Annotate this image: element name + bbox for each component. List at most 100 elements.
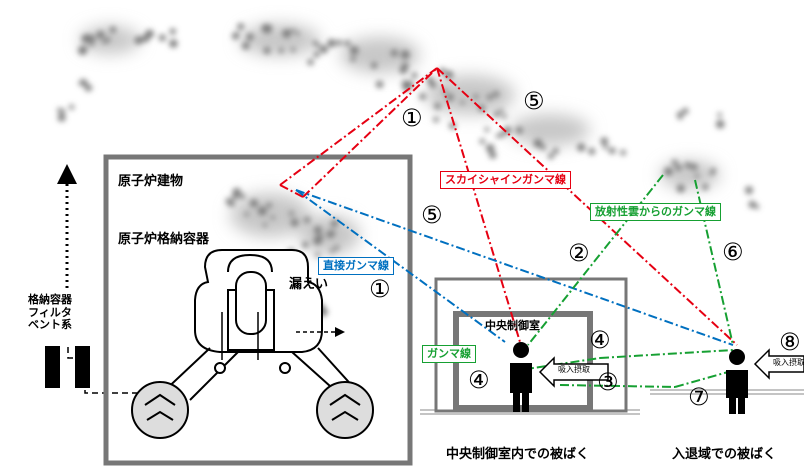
cloud-particle [282, 29, 291, 38]
cloud-particle [78, 80, 84, 86]
cloud-particle [290, 47, 296, 52]
cloud-particle [370, 62, 378, 69]
cloud-particle [289, 211, 294, 216]
cloud-particle [671, 159, 678, 166]
cloud-particle [319, 45, 328, 54]
cloud-particle [105, 37, 111, 43]
cloud-particle [608, 147, 616, 154]
cloud-particle [316, 234, 324, 242]
cloud-particle [257, 206, 267, 216]
person-icon [510, 342, 532, 412]
cloud-particle [262, 222, 267, 227]
cloud-particle [682, 108, 689, 115]
cloud-particle [344, 40, 351, 47]
arrow-icon [538, 356, 609, 388]
cloud-particle [57, 108, 62, 113]
person-icon [726, 349, 748, 414]
cloud-particle [446, 93, 454, 101]
cloud-particle [291, 28, 296, 33]
cloud-particle [401, 79, 410, 88]
cloud-particle [232, 32, 239, 40]
cloud-particle [316, 43, 321, 48]
cloud-particle [411, 72, 418, 79]
marker-8: ⑧ [779, 328, 801, 356]
cloud-particle [82, 81, 89, 87]
marker-4: ④ [468, 366, 490, 394]
cloud-particle [716, 120, 725, 129]
cloud-particle [230, 201, 236, 207]
cloud-particle [334, 245, 340, 251]
cloud-particle [515, 126, 523, 134]
control-room-label: 中央制御室 [485, 319, 540, 332]
cloud-particle [429, 81, 437, 89]
cloud-particle [278, 47, 284, 53]
marker-3: ③ [597, 368, 619, 396]
cloud-particle [237, 23, 245, 30]
cloud-particle [499, 108, 504, 113]
cloud-particle [540, 144, 546, 151]
entry-exit-exposure-caption: 入退域での被ばく [672, 447, 777, 462]
cloud-particle [89, 41, 95, 47]
cloud-particle [677, 115, 683, 120]
cloud-particle [676, 184, 685, 193]
cloud-particle [313, 226, 322, 235]
cloud-particle [754, 204, 760, 210]
cloud-particle [303, 216, 311, 224]
cloud-particle [433, 116, 439, 123]
arrow-icon [753, 348, 804, 380]
cloud-particle [329, 248, 335, 253]
cloud-particle [336, 39, 343, 46]
control-room-exposure-caption: 中央制御室内での被ばく [446, 447, 590, 462]
cloud-particle [350, 46, 359, 55]
cloud-particle [533, 138, 543, 148]
cloud-particle [501, 113, 507, 119]
gamma-label: ガンマ線 [422, 345, 476, 364]
cloud-particle [85, 86, 91, 92]
cloud-gamma-label: 放射性雲からのガンマ線 [590, 203, 721, 222]
cloud-particle [484, 127, 490, 132]
leak-label: 漏えい [289, 277, 329, 292]
marker-6: ⑥ [722, 238, 744, 266]
cloud-particle [495, 133, 500, 139]
cloud-particle [266, 24, 273, 31]
marker-7: ⑦ [688, 383, 710, 411]
cloud-particle [332, 219, 339, 226]
marker-1: ① [369, 275, 391, 303]
cloud-particle [493, 91, 500, 98]
reactor-building-wall [103, 154, 413, 466]
cloud-particle [486, 144, 495, 153]
cloud-particle [313, 51, 320, 58]
cloud-particle [493, 110, 500, 117]
cloud-particle [748, 200, 756, 209]
cloud-particle [315, 252, 320, 257]
cloud-particle [449, 122, 456, 130]
cloud-particle [694, 173, 699, 179]
cloud-particle [242, 42, 250, 50]
cloud-particle [96, 30, 105, 39]
cloud-particle [144, 31, 151, 37]
cloud-particle [745, 186, 753, 195]
cloud-particle [675, 164, 682, 172]
cloud-particle [169, 28, 176, 35]
cloud-particle [134, 36, 143, 45]
cloud-particle [690, 163, 698, 171]
cloud-particle [717, 112, 722, 118]
cloud-particle [486, 94, 493, 100]
filter-vent-label: 格納容器 フィルタ ベント系 [28, 293, 72, 332]
skyshine-gamma-label: スカイシャインガンマ線 [440, 171, 571, 190]
cloud-particle [232, 188, 241, 197]
cloud-particle [603, 145, 608, 150]
cloud-particle [400, 50, 410, 60]
marker-2: ② [568, 239, 590, 267]
cloud-particle [588, 147, 596, 155]
up-arrow-icon [57, 164, 77, 184]
inhale-label: 吸入摂取 [558, 365, 590, 374]
containment-vessel-label: 原子炉格納容器 [118, 232, 210, 247]
cloud-particle [239, 193, 245, 200]
cloud-particle [399, 66, 408, 74]
cloud-particle [489, 151, 497, 159]
cloud-particle [158, 34, 166, 42]
cloud-particle [307, 59, 314, 66]
